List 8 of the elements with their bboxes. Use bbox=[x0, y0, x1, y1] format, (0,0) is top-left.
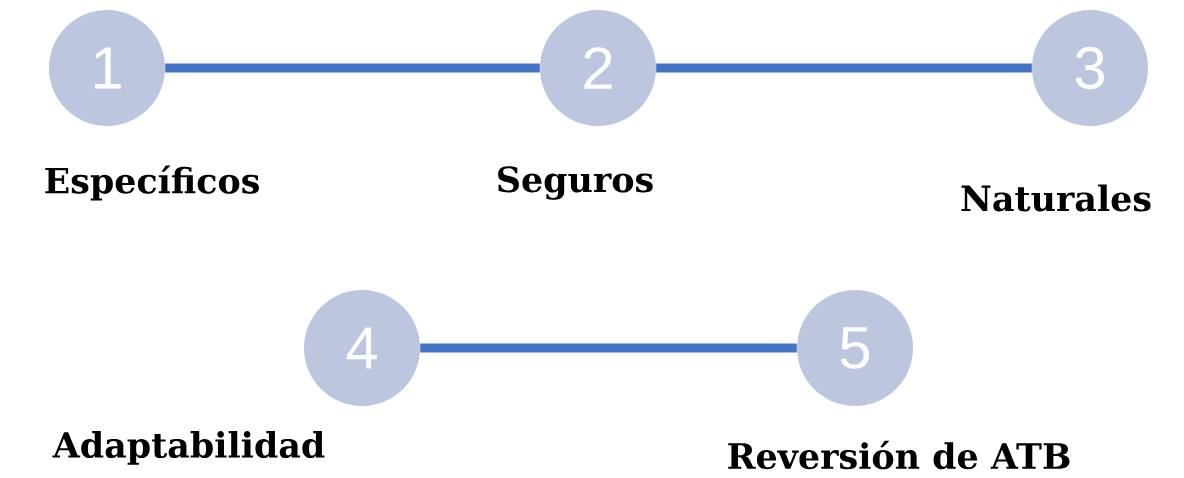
step-label: Reversión de ATB bbox=[728, 440, 1070, 470]
connector-line bbox=[420, 343, 797, 353]
step-label: Específicos bbox=[45, 165, 259, 201]
connector-line bbox=[656, 63, 1032, 73]
step-label: Seguros bbox=[498, 166, 653, 200]
step-label: Naturales bbox=[961, 184, 1151, 212]
step-label: Adaptabilidad bbox=[52, 431, 325, 465]
connector-line bbox=[165, 63, 540, 73]
